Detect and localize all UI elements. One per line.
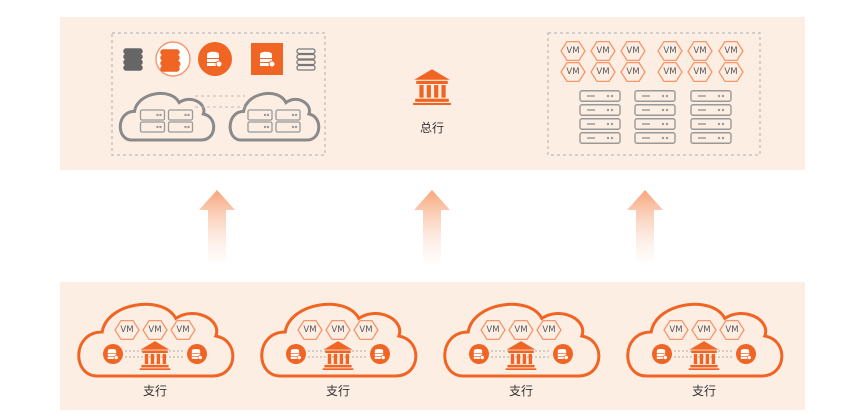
vm-label: VM [725, 325, 738, 335]
vm-label: VM [331, 325, 344, 335]
vm-label: VM [693, 67, 706, 77]
database-outline-icon [296, 48, 316, 71]
vm-label: VM [596, 67, 609, 77]
vm-icon: VM [536, 319, 562, 341]
vm-label: VM [596, 46, 609, 56]
vm-icon: VM [718, 61, 744, 83]
branch-label: 支行 [143, 384, 167, 398]
vm-icon: VM [170, 319, 196, 341]
cloud-outline-icon [626, 302, 784, 378]
vm-icon: VM [480, 319, 506, 341]
vm-icon: VM [590, 40, 616, 62]
vm-icon: VM [663, 319, 689, 341]
branches-panel [60, 282, 805, 410]
vm-label: VM [663, 67, 676, 77]
vm-label: VM [626, 67, 639, 77]
database-settings-circle-icon [469, 344, 489, 364]
branch-cloud: VM VM VM 支行 [260, 302, 418, 398]
database-settings-circle-icon [370, 344, 390, 364]
vm-label: VM [693, 46, 706, 56]
vm-label: VM [663, 46, 676, 56]
vm-icon: VM [620, 40, 646, 62]
vm-icon: VM [142, 319, 168, 341]
vm-label: VM [724, 46, 737, 56]
branch-label: 支行 [692, 384, 716, 398]
database-settings-circle-icon [103, 344, 123, 364]
vm-icon: VM [560, 40, 586, 62]
cloud-outline-icon [77, 302, 235, 378]
up-arrow-icon [627, 190, 663, 262]
headquarters-panel [60, 17, 805, 170]
vm-icon: VM [718, 40, 744, 62]
headquarters-label: 总行 [420, 121, 444, 135]
vm-icon: VM [691, 319, 717, 341]
cloud-outline-icon [443, 302, 601, 378]
branch-label: 支行 [326, 384, 350, 398]
vm-label: VM [176, 325, 189, 335]
vm-label: VM [697, 325, 710, 335]
cloud-outline-icon [260, 302, 418, 378]
database-settings-circle-icon [286, 344, 306, 364]
storage-cluster [111, 32, 326, 156]
vm-icon: VM [687, 40, 713, 62]
database-settings-circle-icon [736, 344, 756, 364]
vm-label: VM [514, 325, 527, 335]
database-settings-outline-icon [155, 41, 191, 77]
vm-icon: VM [657, 61, 683, 83]
up-arrow-icon [199, 190, 235, 262]
branch-cloud: VM VM VM 支行 [626, 302, 784, 398]
vm-icon: VM [297, 319, 323, 341]
database-settings-square-icon [251, 43, 283, 75]
vm-icon: VM [687, 61, 713, 83]
vm-label: VM [669, 325, 682, 335]
server-cloud-icon [228, 91, 321, 142]
vm-icon: VM [353, 319, 379, 341]
database-icon [123, 48, 143, 71]
vm-icon: VM [719, 319, 745, 341]
vm-icon: VM [620, 61, 646, 83]
vm-icon: VM [508, 319, 534, 341]
vm-icon: VM [325, 319, 351, 341]
vm-icon: VM [657, 40, 683, 62]
up-arrow-icon [414, 190, 450, 262]
vm-label: VM [120, 325, 133, 335]
database-settings-circle-icon [198, 42, 232, 76]
vm-label: VM [359, 325, 372, 335]
branch-label: 支行 [509, 384, 533, 398]
server-cloud-icon [118, 91, 216, 142]
vm-icon: VM [114, 319, 140, 341]
database-settings-circle-icon [187, 344, 207, 364]
branch-cloud: VM VM VM 支行 [77, 302, 235, 398]
vm-label: VM [626, 46, 639, 56]
vm-label: VM [303, 325, 316, 335]
database-glyph [160, 49, 180, 72]
vm-label: VM [542, 325, 555, 335]
database-settings-circle-icon [652, 344, 672, 364]
vm-icon: VM [590, 61, 616, 83]
branch-cloud: VM VM VM 支行 [443, 302, 601, 398]
vm-label: VM [724, 67, 737, 77]
vm-icon: VM [560, 61, 586, 83]
vm-label: VM [486, 325, 499, 335]
vm-label: VM [566, 46, 579, 56]
compute-cluster: VM VM VM VM VM VM VM VM VM VM VM VM [547, 32, 761, 156]
vm-label: VM [148, 325, 161, 335]
database-settings-circle-icon [553, 344, 573, 364]
vm-label: VM [566, 67, 579, 77]
